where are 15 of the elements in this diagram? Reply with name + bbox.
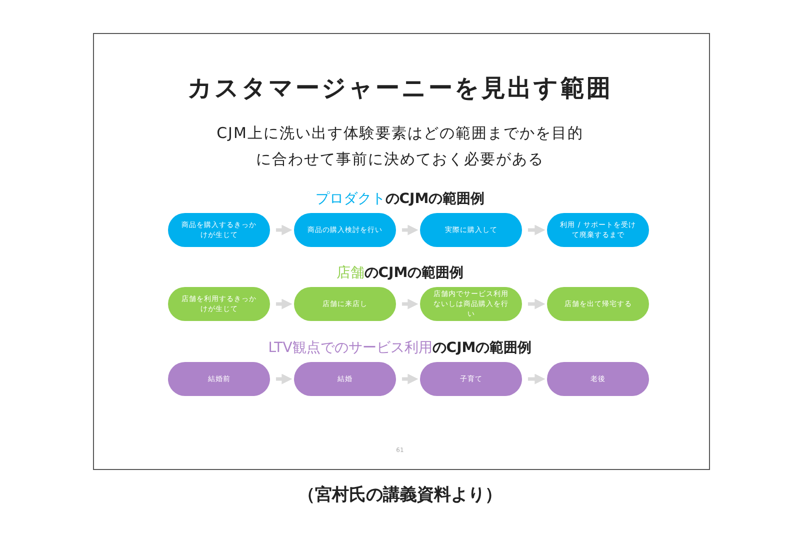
arrow: [402, 298, 418, 310]
arrow: [276, 374, 292, 384]
caption-text: （宮村氏の講義資料より）: [297, 484, 503, 506]
arrow: [276, 298, 292, 310]
subtitle-text: CJM上に洗い出す体験要素はどの範囲までかを目的に合わせて事前に決めておく必要がある: [216, 123, 584, 170]
section-heading: プロダクトのCJMの範囲例: [314, 190, 486, 208]
section-heading: LTV観点でのサービス利用のCJMの範囲例: [267, 339, 533, 358]
arrow: [528, 224, 546, 236]
arrow: [528, 298, 546, 310]
section-heading: 店舗のCJMの範囲例: [335, 264, 465, 282]
arrow: [276, 224, 292, 236]
arrow: [402, 224, 418, 236]
slide-title: カスタマージャーニーを見出す範囲: [186, 73, 614, 104]
arrow: [528, 374, 546, 384]
arrow: [402, 374, 418, 384]
